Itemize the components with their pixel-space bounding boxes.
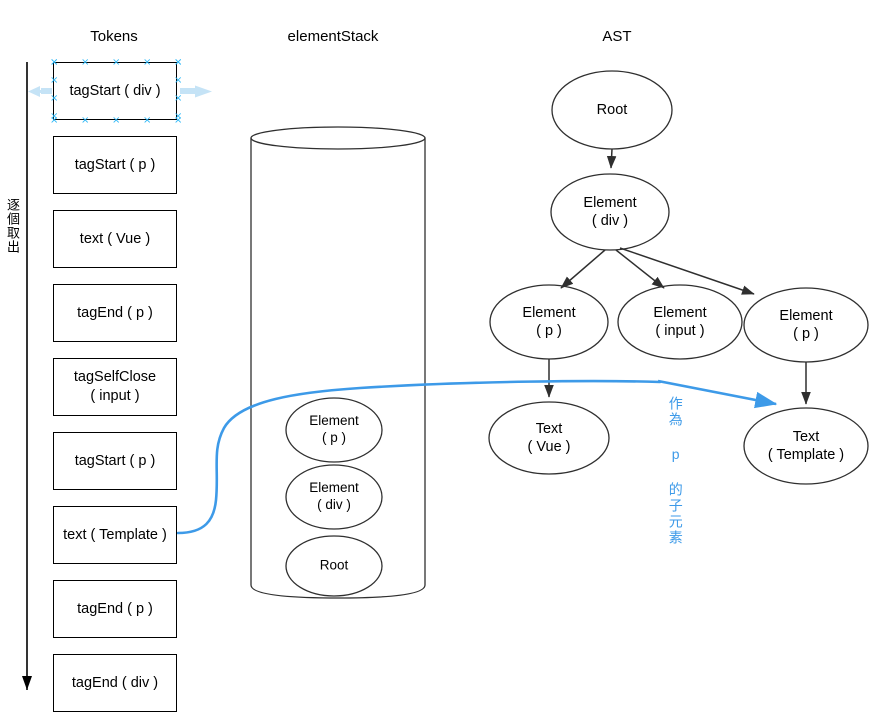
element-stack-cylinder (250, 126, 426, 599)
token-label: text ( Vue ) (79, 230, 151, 247)
edge-div-to-p1 (560, 249, 606, 289)
token-label-line1: tagSelfClose (73, 369, 157, 386)
tokens-flow-axis (22, 62, 32, 690)
token-label: tagStart ( div ) (69, 82, 161, 99)
ast-node-el-input (617, 284, 743, 360)
token-label: tagSelfClose ( input ) (74, 368, 156, 405)
ast-node-el-p-1 (489, 284, 609, 360)
token-label: tagEnd ( p ) (77, 600, 153, 617)
token-label: tagEnd ( div ) (71, 674, 159, 691)
token-to-ast-highlight-curve (176, 379, 778, 535)
token-box[interactable]: tagSelfClose ( input ) (53, 358, 177, 416)
column-header-tokens: Tokens (90, 28, 138, 45)
annotation-as-child-of-p: 作為 p 的子元素 (667, 396, 684, 546)
annotation-take-one-by-one: 逐個取出 (5, 198, 20, 254)
ast-node-el-div (550, 173, 670, 251)
token-label-line2: ( input ) (90, 388, 140, 404)
selected-token-right-arrow (180, 85, 212, 98)
token-box[interactable]: tagStart ( p ) (53, 136, 177, 194)
token-box[interactable]: tagEnd ( p ) (53, 284, 177, 342)
ast-edges (544, 148, 811, 405)
ast-node-el-p-2 (743, 287, 869, 363)
ast-node-text-vue (488, 401, 610, 475)
stack-item-ellipse-2 (285, 535, 383, 597)
token-label: tagStart ( p ) (74, 156, 156, 173)
ast-node-text-tmpl (743, 407, 869, 485)
ast-node-root (551, 70, 673, 150)
stack-item-ellipse-1 (285, 464, 383, 530)
token-label: text ( Template ) (63, 526, 167, 543)
edge-div-to-p2 (619, 247, 755, 295)
token-label: tagStart ( p ) (74, 452, 156, 469)
column-header-ast: AST (602, 28, 632, 45)
element-stack-items (285, 397, 383, 597)
token-box[interactable]: tagEnd ( div ) (53, 654, 177, 712)
column-header-element-stack: elementStack (287, 28, 379, 45)
token-box[interactable]: tagStart ( div )×××××××××××××××××× (50, 58, 182, 126)
token-label: tagEnd ( p ) (77, 304, 153, 321)
edge-div-to-input (615, 249, 665, 289)
token-box[interactable]: tagStart ( p ) (53, 432, 177, 490)
edge-root-to-div (606, 148, 617, 169)
selected-token-left-arrow (28, 86, 52, 97)
stack-item-ellipse-0 (285, 397, 383, 463)
token-box[interactable]: text ( Vue ) (53, 210, 177, 268)
ast-nodes (488, 70, 869, 485)
token-box[interactable]: tagEnd ( p ) (53, 580, 177, 638)
token-box[interactable]: text ( Template ) (53, 506, 177, 564)
